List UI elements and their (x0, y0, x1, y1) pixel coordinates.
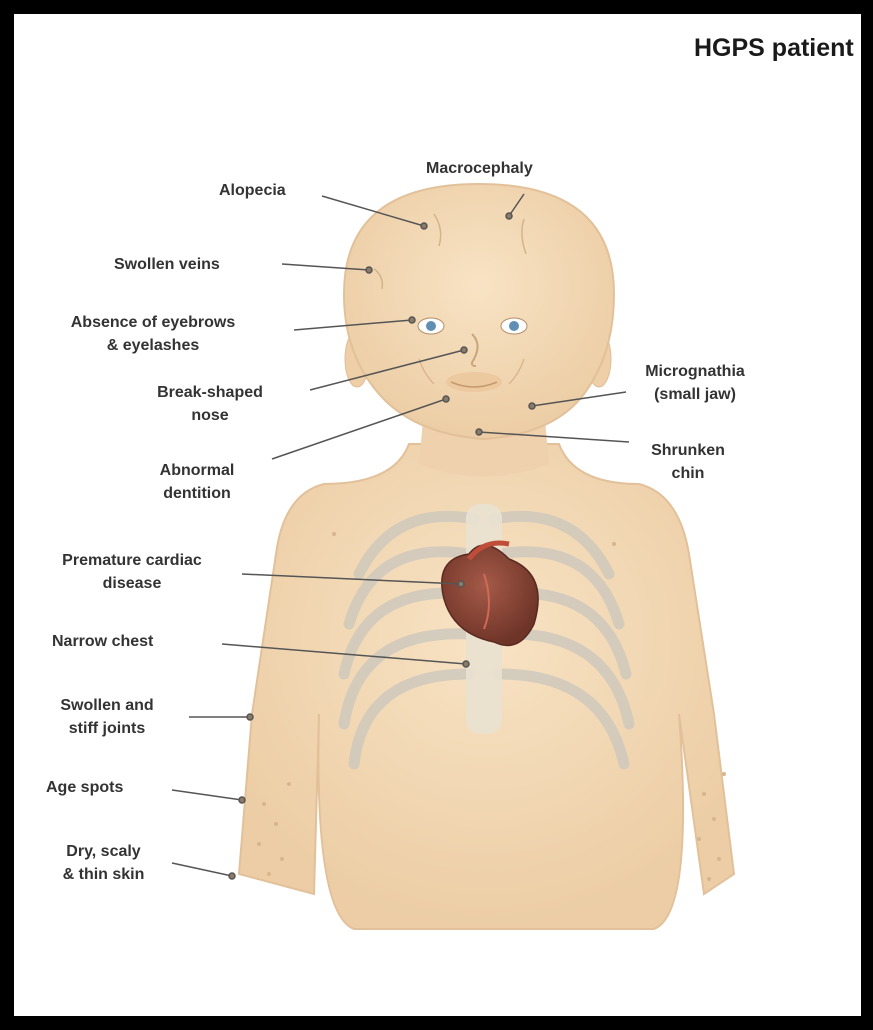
label-shrunken-chin: Shrunken chin (628, 439, 748, 485)
label-dry-skin: Dry, scaly & thin skin (36, 840, 171, 886)
label-alopecia: Alopecia (219, 179, 286, 202)
label-beak-nose: Break-shaped nose (120, 381, 300, 427)
label-dry-skin-line1: Dry, scaly (36, 840, 171, 863)
label-absence-eyebrows-line1: Absence of eyebrows (24, 311, 282, 334)
label-abnormal-dentition-line1: Abnormal (132, 459, 262, 482)
label-swollen-joints-line2: stiff joints (32, 717, 182, 740)
head (344, 184, 614, 439)
label-absence-eyebrows-line2: & eyelashes (24, 334, 282, 357)
label-swollen-joints: Swollen and stiff joints (32, 694, 182, 740)
label-abnormal-dentition: Abnormal dentition (132, 459, 262, 505)
label-micrognathia-line1: Micrognathia (620, 360, 770, 383)
label-abnormal-dentition-line2: dentition (132, 482, 262, 505)
label-narrow-chest: Narrow chest (52, 630, 153, 653)
label-premature-cardiac-line1: Premature cardiac (32, 549, 232, 572)
label-micrognathia: Micrognathia (small jaw) (620, 360, 770, 406)
label-swollen-joints-line1: Swollen and (32, 694, 182, 717)
label-age-spots: Age spots (46, 776, 123, 799)
label-premature-cardiac: Premature cardiac disease (32, 549, 232, 595)
label-micrognathia-line2: (small jaw) (620, 383, 770, 406)
label-premature-cardiac-line2: disease (32, 572, 232, 595)
label-beak-nose-line2: nose (120, 404, 300, 427)
figure-title: HGPS patient (694, 34, 854, 63)
label-absence-eyebrows: Absence of eyebrows & eyelashes (24, 311, 282, 357)
label-dry-skin-line2: & thin skin (36, 863, 171, 886)
label-swollen-veins: Swollen veins (114, 253, 220, 276)
label-beak-nose-line1: Break-shaped (120, 381, 300, 404)
figure-frame: HGPS patient Macrocephaly Alopecia Swoll… (14, 14, 861, 1016)
label-shrunken-chin-line1: Shrunken (628, 439, 748, 462)
label-macrocephaly: Macrocephaly (426, 157, 533, 180)
label-shrunken-chin-line2: chin (628, 462, 748, 485)
